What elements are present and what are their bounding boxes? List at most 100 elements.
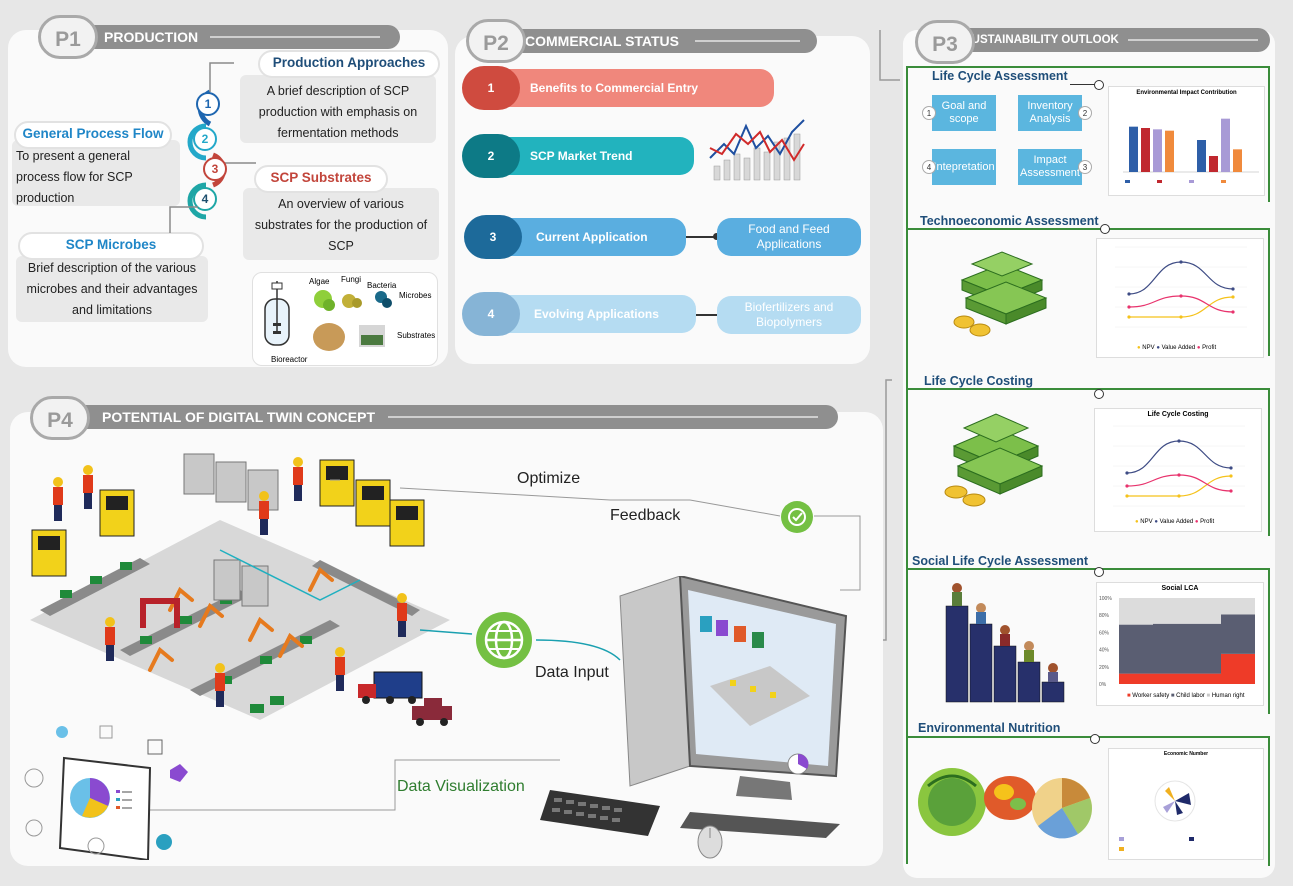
lca-legend-swatch	[1157, 180, 1162, 183]
tea-point	[1179, 294, 1183, 298]
lca-bar	[1221, 118, 1230, 172]
slca-title-dot	[1094, 567, 1104, 577]
cs-bar-3: Current Application	[490, 218, 686, 256]
lcc-legend-npv: NPV	[1140, 519, 1153, 525]
lca-legend-swatch	[1221, 180, 1226, 183]
flow-title: General Process Flow	[14, 121, 172, 149]
lca-title: Life Cycle Assessment	[928, 69, 1072, 83]
cs-label-1: Benefits to Commercial Entry	[530, 81, 699, 95]
slca-chart-box: Social LCA 0%20%40%60%80%100% ■ Worker s…	[1096, 582, 1264, 706]
cs-bar-2: SCP Market Trend	[490, 137, 694, 175]
lca-num-3: 3	[1078, 160, 1092, 174]
lcc-chart-title: Life Cycle Costing	[1147, 411, 1209, 418]
p2-header: COMMERCIAL STATUS	[495, 29, 817, 53]
bioreactor-image: Algae Fungi Bacteria Microbes Substrates…	[252, 272, 438, 366]
en-chart-title: Economic Number	[1163, 751, 1209, 757]
slca-area-chart: 0%20%40%60%80%100%	[1099, 596, 1255, 688]
cs-connector-3	[686, 236, 718, 238]
p1-step-2: 2	[193, 127, 217, 151]
approaches-desc: A brief description of SCP production wi…	[240, 75, 436, 143]
lca-title-line	[1070, 84, 1096, 85]
tea-point	[1127, 305, 1131, 309]
market-trend-chart-icon	[709, 119, 805, 181]
tea-legend-npv: NPV	[1142, 345, 1155, 351]
lcc-point	[1177, 473, 1181, 477]
lcc-point	[1177, 439, 1181, 443]
lca-chart-title: Environmental Impact Contribution	[1136, 90, 1237, 96]
p3-header: SUSTAINABILITY OUTLOOK	[950, 28, 1270, 52]
en-title-dot	[1090, 734, 1100, 744]
lcc-line-chart	[1113, 425, 1245, 507]
cs-num-4: 4	[462, 292, 520, 336]
approaches-title: Production Approaches	[258, 50, 440, 78]
p2-header-title: COMMERCIAL STATUS	[525, 33, 679, 49]
en-chart-box: Economic Number	[1108, 748, 1264, 860]
tea-point	[1231, 310, 1235, 314]
tea-legend-profit: Profit	[1202, 345, 1217, 351]
optimize-label: Optimize	[517, 470, 581, 487]
lca-legend-swatch	[1125, 180, 1130, 183]
tea-chart-box: ● NPV ● Value Added ● Profit	[1096, 238, 1264, 358]
en-radial-chart	[1119, 780, 1196, 851]
p3-badge: P3	[915, 20, 975, 64]
label-bioreactor: Bioreactor	[271, 355, 308, 364]
lca-bar	[1197, 140, 1206, 172]
label-algae: Algae	[309, 277, 330, 286]
tea-legend: ● NPV ● Value Added ● Profit	[1137, 345, 1217, 351]
computer-illustration	[540, 576, 848, 859]
lca-num-2: 2	[1078, 106, 1092, 120]
lcc-legend: ● NPV ● Value Added ● Profit	[1135, 519, 1215, 525]
tea-line-chart	[1115, 246, 1247, 328]
slca-chart-title: Social LCA	[1161, 585, 1199, 592]
slca-ytick: 60%	[1099, 630, 1110, 636]
tea-point	[1127, 292, 1131, 296]
p1-step-1: 1	[196, 92, 220, 116]
cs-num-3: 3	[464, 215, 522, 259]
en-nutrition-icon	[918, 768, 1092, 839]
en-title: Environmental Nutrition	[914, 721, 1065, 735]
lcc-legend-va: Value Added	[1159, 519, 1194, 525]
tea-point	[1231, 295, 1235, 299]
slca-legend-child: Child labor	[1176, 693, 1205, 699]
p3-header-title: SUSTAINABILITY OUTLOOK	[964, 34, 1119, 46]
tea-point	[1127, 315, 1131, 319]
microbes-desc: Brief description of the various microbe…	[16, 256, 208, 322]
factory-illustration	[30, 453, 452, 726]
cs-num-1: 1	[462, 66, 520, 110]
label-fungi: Fungi	[341, 275, 362, 284]
slca-legend-worker: Worker safety	[1132, 693, 1170, 699]
cs-label-2: SCP Market Trend	[530, 149, 633, 163]
feedback-icon	[781, 501, 813, 533]
lcc-frame	[906, 388, 1270, 536]
lca-bar	[1209, 156, 1218, 172]
data-visualization-label: Data Visualization	[397, 778, 525, 795]
cs-bar-1: Benefits to Commercial Entry	[490, 69, 774, 107]
lcc-point	[1229, 466, 1233, 470]
lca-frame	[906, 66, 1270, 202]
en-frame	[906, 736, 1270, 866]
lca-bar	[1129, 126, 1138, 172]
lca-bar-chart	[1123, 118, 1259, 183]
lcc-money-icon	[944, 413, 1044, 507]
tea-point	[1179, 260, 1183, 264]
cs-bar-4: Evolving Applications	[490, 295, 696, 333]
slca-frame	[906, 568, 1270, 714]
lcc-chart-box: Life Cycle Costing ● NPV ● Value Added ●…	[1094, 408, 1262, 532]
cs-connector-dot-3	[713, 233, 720, 240]
lca-title-dot	[1094, 80, 1104, 90]
p1-step-3: 3	[203, 157, 227, 181]
label-substrates: Substrates	[397, 331, 436, 340]
lca-tile-interpretation: Intepretation	[932, 149, 996, 185]
p4-flow-lines	[138, 479, 861, 815]
microbes-connector	[169, 206, 198, 233]
microbes-title: SCP Microbes	[18, 232, 204, 260]
lcc-point	[1125, 484, 1129, 488]
lcc-point	[1125, 494, 1129, 498]
cs-app-3: Food and Feed Applications	[717, 218, 861, 256]
p4-header: POTENTIAL OF DIGITAL TWIN CONCEPT	[58, 405, 838, 429]
slca-title: Social Life Cycle Assessment	[908, 554, 1093, 568]
lcc-point	[1125, 471, 1129, 475]
lca-bar	[1165, 130, 1174, 172]
cs-label-4: Evolving Applications	[534, 307, 659, 321]
substrates-desc: An overview of various substrates for th…	[243, 188, 439, 260]
